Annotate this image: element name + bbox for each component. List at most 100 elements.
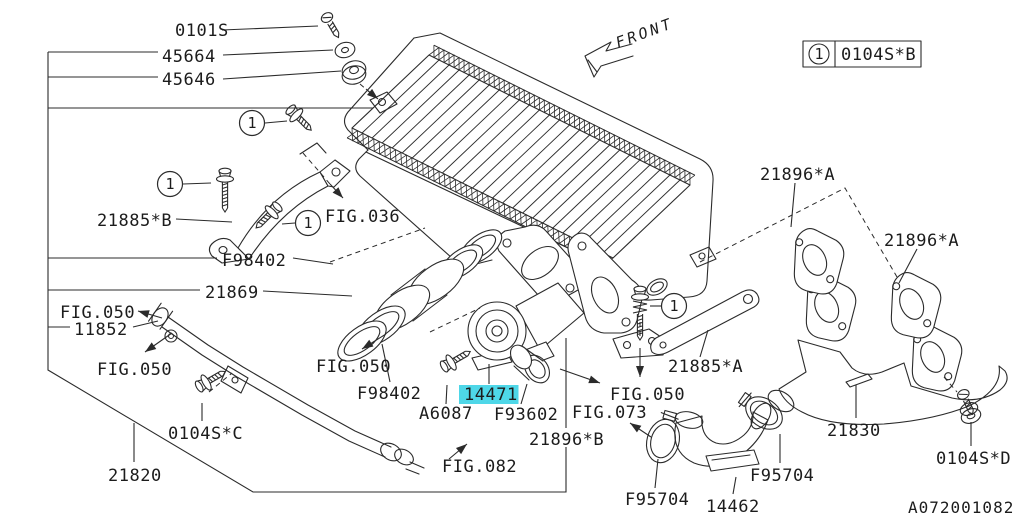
bracket-21885a [650, 289, 760, 356]
part-label-text[interactable]: 21885*B [97, 211, 172, 231]
label-part-f98402-a[interactable]: F98402 [222, 251, 286, 271]
leader-line [264, 120, 288, 124]
label-part-21830[interactable]: 21830 [827, 421, 881, 441]
bolt-a6087 [439, 350, 472, 373]
part-label-text[interactable]: 11852 [74, 320, 128, 340]
dashed-leader-line [302, 152, 331, 185]
label-part-21896a-1[interactable]: 21896*A [760, 165, 835, 185]
bolt-callout-c [255, 201, 283, 229]
arrowhead-icon [455, 444, 467, 455]
part-label-text[interactable]: F95704 [750, 466, 814, 486]
arrowhead-icon [362, 339, 374, 349]
bolt-callout-a [285, 104, 312, 131]
label-part-21869[interactable]: 21869 [205, 283, 259, 303]
label-fig-050-b[interactable]: FIG.050 [97, 360, 172, 380]
callout-1-1: 1 [238, 109, 266, 137]
leader-line [262, 290, 353, 297]
label-part-0104sc[interactable]: 0104S*C [168, 424, 243, 444]
leader-line [699, 329, 709, 358]
leader-line [292, 257, 334, 265]
part-label-text[interactable]: FIG.050 [610, 385, 685, 405]
part-label-text[interactable]: 0104S*D [936, 449, 1011, 469]
bolt-0104sd [956, 389, 974, 416]
front-arrow-icon [584, 41, 634, 78]
label-fig-036[interactable]: FIG.036 [325, 207, 400, 227]
part-label-text[interactable]: 21896*A [884, 231, 959, 251]
part-label-text[interactable]: FIG.073 [572, 403, 647, 423]
dashed-leader-line [699, 187, 898, 278]
part-label-text[interactable]: FIG.050 [316, 357, 391, 377]
label-part-0101s[interactable]: 0101S [175, 21, 229, 41]
label-part-a6087[interactable]: A6087 [419, 404, 473, 424]
highlight-selected-part[interactable] [459, 385, 519, 404]
label-part-11852[interactable]: 11852 [74, 320, 128, 340]
part-label-text[interactable]: FIG.050 [60, 303, 135, 323]
label-part-0104sd[interactable]: 0104S*D [936, 449, 1011, 469]
part-label-text[interactable]: 14471 [464, 385, 518, 405]
callout-1-2: 1 [156, 170, 184, 198]
part-label-text[interactable]: 21830 [827, 421, 881, 441]
clamp-f95704-left [645, 409, 681, 464]
label-part-f93602[interactable]: F93602 [494, 405, 558, 425]
part-label-text[interactable]: 14462 [706, 497, 760, 514]
part-label-text[interactable]: 0104S*C [168, 424, 243, 444]
legend-part-code[interactable]: 0104S*B [841, 45, 916, 65]
leader-lines [47, 25, 972, 495]
label-part-14471[interactable]: 14471 [459, 385, 519, 405]
callout-number: 1 [165, 175, 174, 193]
hose-14462 [674, 402, 772, 472]
part-label-text[interactable]: 21896*B [529, 430, 604, 450]
part-label-text[interactable]: 21896*A [760, 165, 835, 185]
part-label-text[interactable]: 21869 [205, 283, 259, 303]
label-fig-073[interactable]: FIG.073 [572, 403, 647, 423]
leader-line [221, 25, 319, 31]
label-part-21820[interactable]: 21820 [108, 466, 162, 486]
arrowhead-icon [630, 423, 642, 433]
part-label-text[interactable]: 45664 [162, 47, 216, 67]
callout-1-3: 1 [294, 209, 322, 237]
legend-callout-index: 1 [814, 45, 823, 63]
leader-line [520, 383, 528, 405]
part-label-text[interactable]: FIG.050 [97, 360, 172, 380]
fastener-glyphs [194, 12, 974, 416]
part-label-text[interactable]: F93602 [494, 405, 558, 425]
dashed-leader-line [208, 372, 233, 393]
callout-1-4: 1 [660, 292, 688, 320]
label-part-f95704-2[interactable]: F95704 [625, 490, 689, 510]
part-label-text[interactable]: F98402 [222, 251, 286, 271]
label-part-21885a[interactable]: 21885*A [668, 357, 743, 377]
part-f93602-body [509, 344, 551, 384]
arrowhead-icon [636, 366, 644, 377]
label-part-21896a-2[interactable]: 21896*A [884, 231, 959, 251]
leader-line [182, 182, 212, 185]
label-part-45646[interactable]: 45646 [162, 70, 216, 90]
arrowhead-icon [366, 88, 378, 99]
arrowhead-icon [588, 375, 600, 384]
leader-line [381, 343, 391, 383]
part-label-text[interactable]: 45646 [162, 70, 216, 90]
arch-bracket [208, 142, 351, 264]
label-part-f95704-1[interactable]: F95704 [750, 466, 814, 486]
part-label-text[interactable]: 21820 [108, 466, 162, 486]
label-part-21885b[interactable]: 21885*B [97, 211, 172, 231]
label-part-45664[interactable]: 45664 [162, 47, 216, 67]
part-label-text[interactable]: FIG.036 [325, 207, 400, 227]
bolt-callout-b [215, 167, 235, 214]
label-part-21896b[interactable]: 21896*B [529, 430, 604, 450]
label-part-f98402-b[interactable]: F98402 [357, 384, 421, 404]
part-label-text[interactable]: FIG.082 [442, 457, 517, 477]
label-fig-050-d[interactable]: FIG.050 [610, 385, 685, 405]
part-label-text[interactable]: A6087 [419, 404, 473, 424]
y-pipe-21830 [767, 339, 1008, 426]
part-label-text[interactable]: F98402 [357, 384, 421, 404]
part-label-text[interactable]: 0101S [175, 21, 229, 41]
part-label-text[interactable]: 21885*A [668, 357, 743, 377]
artwork-over [147, 12, 1008, 475]
legend-box: 1 0104S*B [802, 40, 922, 68]
label-fig-082[interactable]: FIG.082 [442, 457, 517, 477]
label-part-14462[interactable]: 14462 [706, 497, 760, 514]
label-fig-050-a[interactable]: FIG.050 [60, 303, 135, 323]
label-fig-050-c[interactable]: FIG.050 [316, 357, 391, 377]
part-label-text[interactable]: F95704 [625, 490, 689, 510]
